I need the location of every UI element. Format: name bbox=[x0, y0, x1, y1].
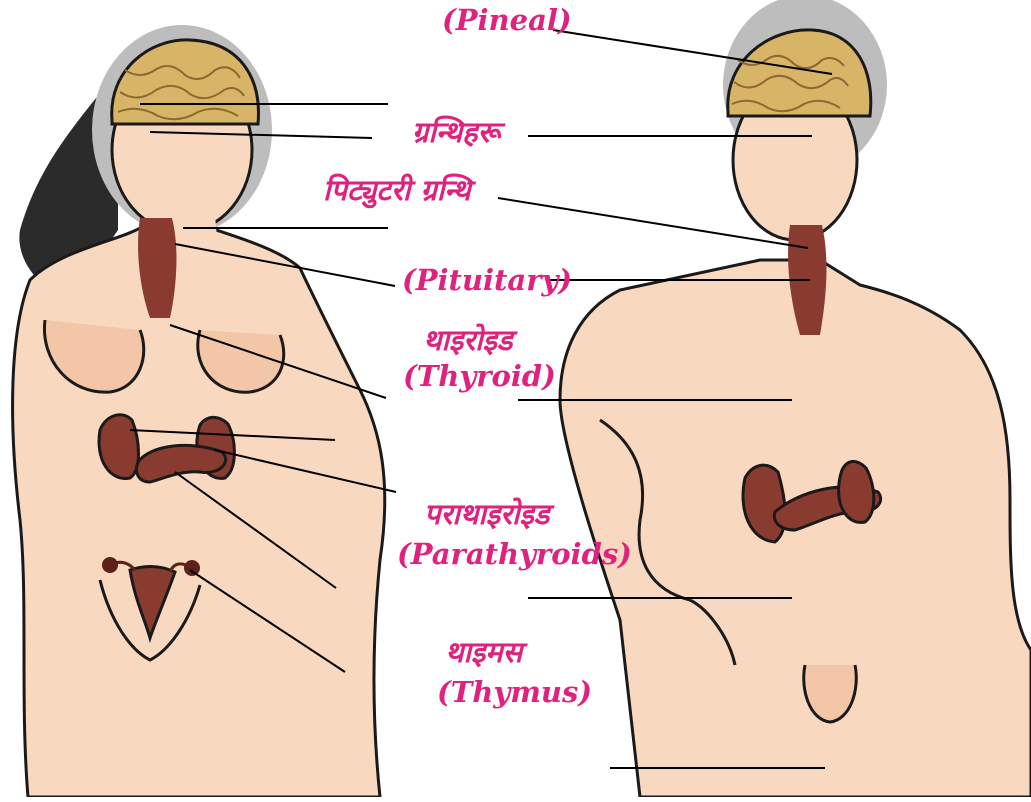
label-pituitary-ne: पिट्युटरी ग्रन्थि bbox=[323, 176, 471, 205]
label-thymus-ne: थाइमस bbox=[445, 638, 522, 667]
label-parathyroid-ne: पराथाइरोइड bbox=[424, 500, 549, 529]
label-thyroid-ne: थाइरोइड bbox=[423, 326, 512, 355]
female-figure bbox=[13, 25, 385, 797]
label-thymus-en: (Thymus) bbox=[437, 678, 592, 707]
label-glands-ne: ग्रन्थिहरू bbox=[412, 118, 500, 147]
male-kidney-right bbox=[839, 461, 874, 522]
label-pineal-en: (Pineal) bbox=[442, 6, 572, 35]
label-thyroid-en: (Thyroid) bbox=[403, 362, 556, 391]
male-figure bbox=[560, 0, 1031, 797]
female-body bbox=[13, 228, 385, 797]
label-pituitary-en: (Pituitary) bbox=[402, 266, 572, 295]
label-parathyroid-en: (Parathyroids) bbox=[397, 540, 632, 569]
